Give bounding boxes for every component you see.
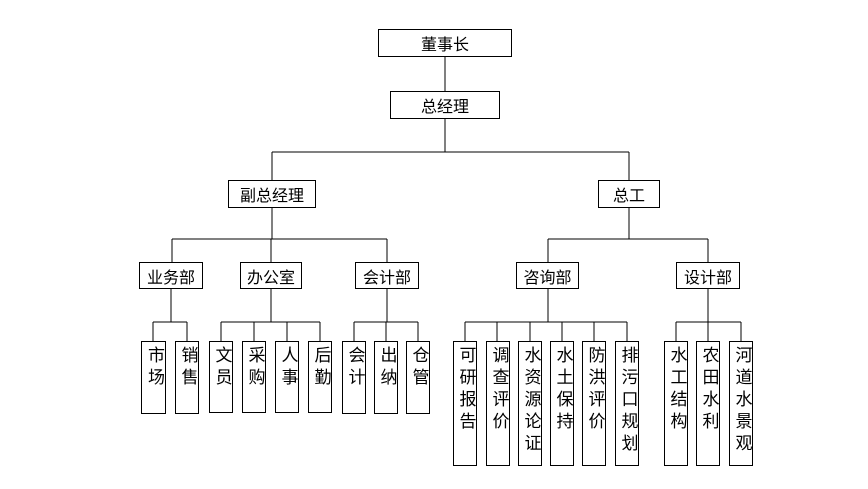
node-label: 会计	[344, 346, 365, 390]
node-label: 后勤	[310, 346, 331, 390]
node-label: 可研报告	[455, 346, 476, 434]
node-label: 水资源论证	[520, 346, 541, 456]
node-unit: 水土保持	[550, 341, 574, 466]
node-unit: 市场	[141, 341, 166, 414]
node-label: 会计部	[362, 267, 411, 287]
node-unit: 文员	[209, 341, 233, 413]
node-unit: 排污口规划	[615, 341, 639, 466]
node-unit: 防洪评价	[582, 341, 606, 466]
node-label: 调查评价	[488, 346, 509, 434]
node-unit: 后勤	[308, 341, 332, 413]
node-label: 办公室	[246, 267, 295, 287]
node-label: 总工	[612, 186, 645, 205]
node-label: 出纳	[376, 346, 397, 390]
node-design-dept: 设计部	[676, 262, 740, 289]
node-label: 市场	[144, 346, 164, 390]
node-label: 总经理	[420, 97, 469, 116]
node-label: 业务部	[146, 267, 195, 287]
node-unit: 可研报告	[453, 341, 477, 466]
node-unit: 农田水利	[696, 341, 720, 466]
node-label: 销售	[177, 346, 198, 390]
node-label: 防洪评价	[584, 346, 605, 434]
node-label: 人事	[277, 346, 298, 390]
node-chairman: 董事长	[378, 29, 512, 57]
node-unit: 销售	[175, 341, 199, 414]
node-accounting-dept: 会计部	[355, 262, 419, 289]
node-unit: 水资源论证	[518, 341, 542, 466]
node-label: 副总经理	[239, 186, 304, 205]
node-general-manager: 总经理	[390, 91, 500, 119]
node-label: 设计部	[683, 267, 732, 287]
node-label: 仓管	[408, 346, 429, 390]
node-label: 咨询部	[523, 267, 572, 287]
node-label: 文员	[211, 346, 232, 390]
node-unit: 水工结构	[664, 341, 688, 466]
node-deputy-gm: 副总经理	[228, 180, 316, 208]
node-label: 采购	[244, 346, 265, 390]
node-label: 水土保持	[552, 346, 573, 434]
node-label: 董事长	[420, 35, 469, 54]
node-unit: 人事	[275, 341, 299, 413]
node-unit: 河道水景观	[729, 341, 753, 466]
node-business-dept: 业务部	[139, 262, 203, 289]
node-label: 农田水利	[698, 346, 719, 434]
node-chief-engineer: 总工	[598, 180, 660, 208]
node-unit: 出纳	[374, 341, 398, 414]
node-consulting-dept: 咨询部	[516, 262, 579, 289]
node-unit: 采购	[242, 341, 266, 413]
node-unit: 调查评价	[486, 341, 510, 466]
node-label: 水工结构	[666, 346, 687, 434]
node-unit: 会计	[342, 341, 366, 414]
node-label: 排污口规划	[617, 346, 638, 456]
node-office: 办公室	[240, 262, 302, 289]
node-label: 河道水景观	[731, 346, 752, 456]
node-unit: 仓管	[406, 341, 430, 414]
